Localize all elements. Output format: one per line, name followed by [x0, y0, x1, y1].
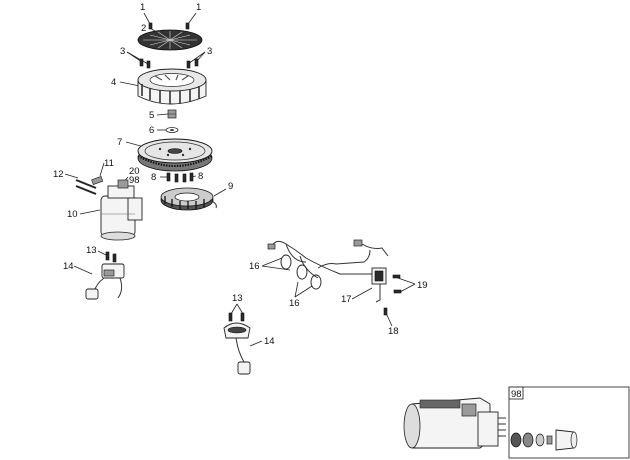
callout-16-lower: 16: [289, 298, 300, 309]
callout-16-upper: 16: [249, 261, 260, 272]
callout-13-lower: 13: [232, 293, 243, 304]
screw-part-3: [139, 58, 199, 69]
washer-part-6: [165, 127, 179, 133]
screw-part-11: [91, 175, 104, 185]
callout-14-upper: 14: [63, 261, 74, 272]
callout-9: 9: [228, 181, 233, 192]
starter-motor-part-10: [100, 179, 143, 241]
callout-18: 18: [388, 326, 399, 337]
ignition-coil-part-14-lower: [223, 322, 251, 375]
bolt-part-12: [75, 179, 97, 195]
screw-part-18: [383, 307, 388, 316]
screw-part-8: [166, 172, 194, 183]
starter-motor-inset: [403, 386, 630, 459]
callout-1-left: 1: [140, 2, 145, 13]
callout-12: 12: [53, 169, 64, 180]
callout-14-lower: 14: [264, 336, 275, 347]
screw-part-19: [392, 274, 402, 294]
flywheel-nut-part-5: [167, 109, 177, 119]
callout-labels: 1 1 2 3 3 4 5 6 7 8 8 9 10 11 12 20 98 1…: [53, 2, 522, 400]
alternator-stator-part-9: [160, 187, 217, 211]
callout-7: 7: [117, 137, 122, 148]
callout-20: 20: [129, 166, 140, 177]
callout-8-right: 8: [198, 171, 203, 182]
screw-part-1: [148, 22, 190, 30]
callout-98-inset: 98: [511, 389, 522, 400]
callout-4: 4: [111, 77, 116, 88]
callout-3-left: 3: [120, 46, 125, 57]
callout-19: 19: [417, 280, 428, 291]
screw-part-13-lower: [228, 312, 245, 322]
blower-fan-part-4: [137, 68, 207, 105]
ignition-coil-part-14-upper: [85, 263, 125, 300]
callout-6: 6: [149, 125, 154, 136]
callout-8-left: 8: [151, 172, 156, 183]
callout-3-right: 3: [207, 46, 212, 57]
callout-98-starter: 98: [129, 175, 140, 186]
callout-1-right: 1: [196, 2, 201, 13]
callout-13-upper: 13: [86, 245, 97, 256]
screw-part-13-upper: [105, 251, 117, 263]
rectifier-part-17: [371, 267, 387, 303]
callout-17: 17: [341, 294, 352, 305]
callout-11: 11: [104, 158, 114, 169]
callout-5: 5: [149, 110, 154, 121]
callout-10: 10: [67, 209, 78, 220]
rotating-screen-part-2: [137, 29, 203, 51]
wiring-harness-part-16: [267, 239, 389, 290]
callout-2: 2: [141, 23, 146, 34]
flywheel-part-7: [137, 138, 213, 172]
